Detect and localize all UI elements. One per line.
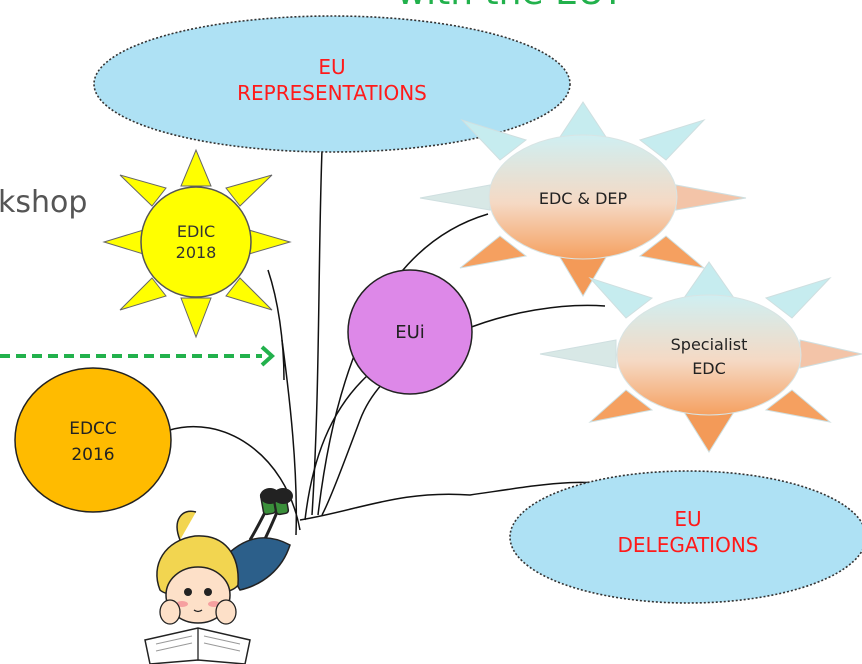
edic-label-1: EDIC [177,222,215,241]
edic-label-2: 2018 [176,243,217,262]
eu-representations-label-1: EU [318,55,345,79]
eu-representations-label-2: REPRESENTATIONS [237,81,427,105]
specialist-edc-label-1: Specialist [671,335,748,354]
specialist-edc-label-2: EDC [692,359,726,378]
eui-node: EUi [347,269,473,395]
eu-delegations-node: EU DELEGATIONS [509,470,862,604]
workshop-label: kshop [0,185,87,220]
eu-delegations-label-1: EU [674,507,701,531]
edcc-label-1: EDCC [69,419,117,439]
girl-reading-book-icon [144,488,293,664]
sun-rays [102,148,292,339]
specialist-edc-sun: Specialist EDC [539,261,862,453]
edc-dep-label: EDC & DEP [539,189,628,208]
eui-label: EUi [395,322,425,343]
eu-delegations-label-2: DELEGATIONS [618,533,759,557]
edic-sun: EDIC 2018 [102,148,292,339]
dashed-arrow [0,345,275,367]
eu-representations-node: EU REPRESENTATIONS [93,15,571,153]
sun-rays [539,261,862,453]
edcc-label-2: 2016 [71,445,114,465]
edcc-node: EDCC 2016 [14,367,172,513]
page-title: with the EU? [397,0,624,13]
edc-dep-sun: EDC & DEP [419,101,747,297]
